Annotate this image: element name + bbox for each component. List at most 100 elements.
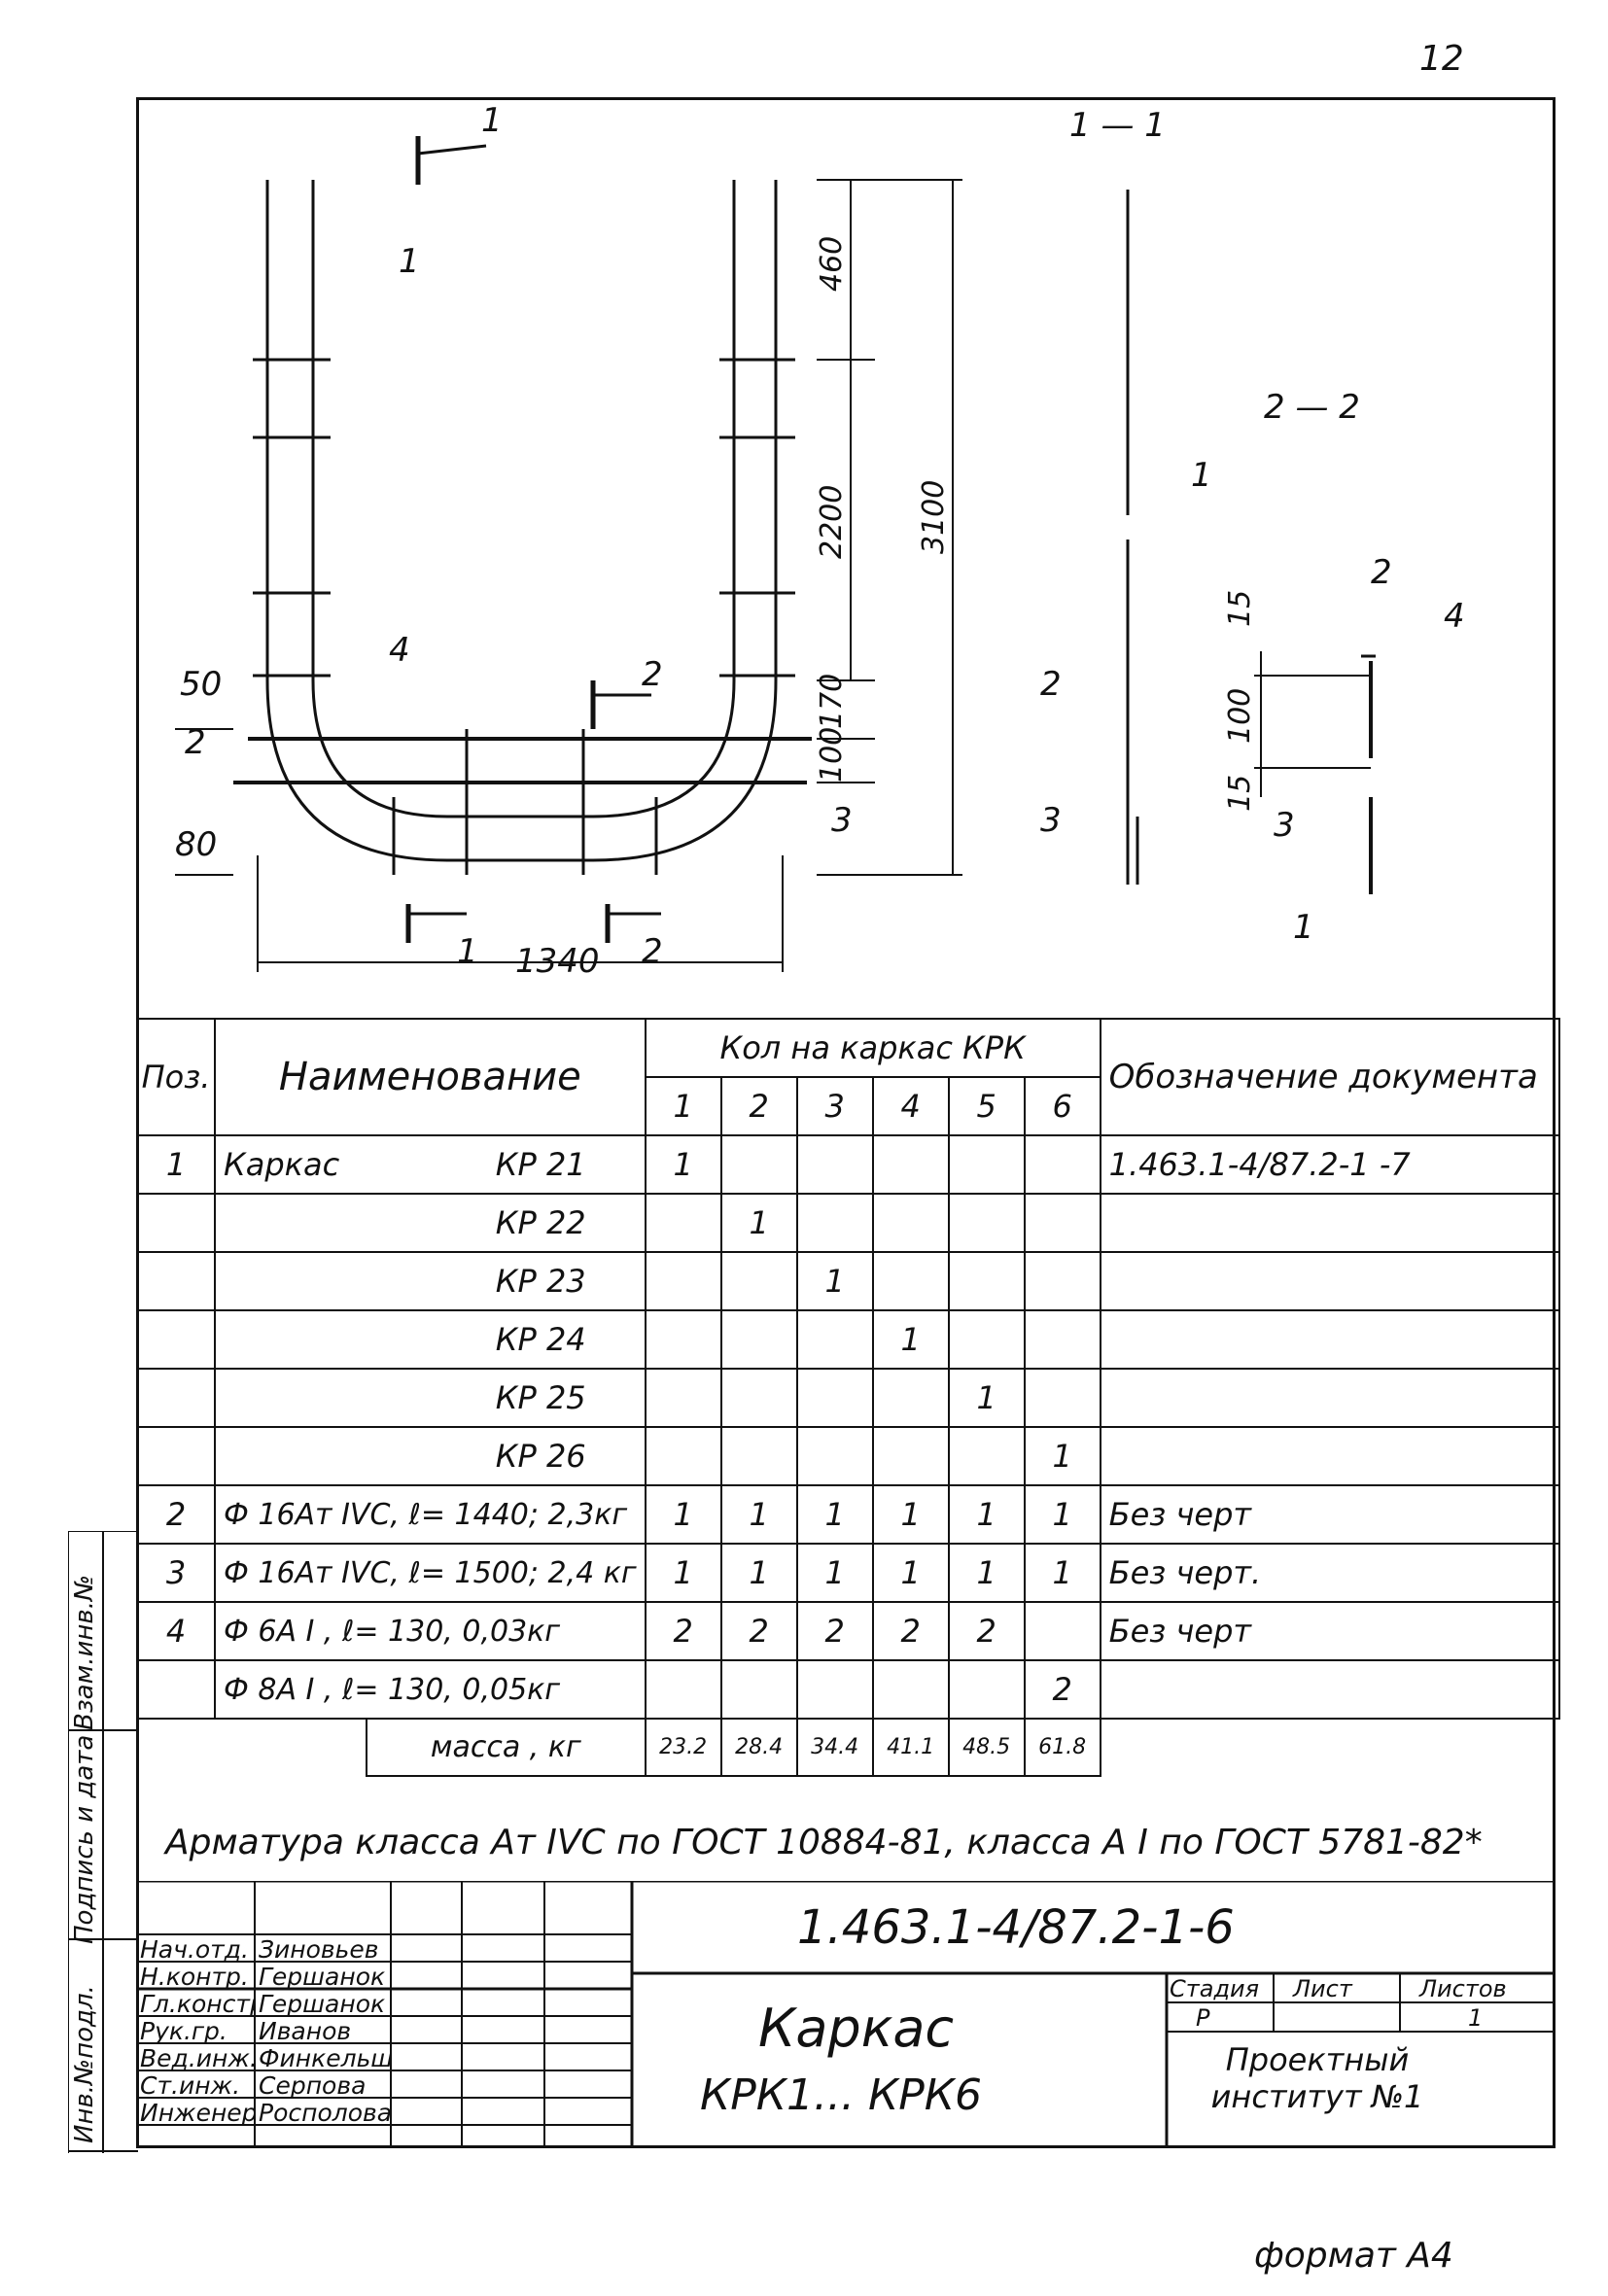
signature-name: Серпова bbox=[259, 2071, 367, 2100]
cell-qty: 1 bbox=[719, 1543, 798, 1603]
cell-qty bbox=[947, 1659, 1026, 1720]
dim-15a: 15 bbox=[1223, 590, 1257, 627]
cell-name: Ф 16Ат IVС, ℓ= 1440; 2,3кг bbox=[214, 1484, 647, 1545]
cell-pos: 1 bbox=[136, 1134, 216, 1195]
cell-qty: 1 bbox=[644, 1543, 722, 1603]
dim-460: 460 bbox=[815, 236, 849, 292]
cell-qty bbox=[644, 1659, 722, 1720]
cell-name-right: КР 26 bbox=[366, 1426, 647, 1486]
cell-name: Ф 6А I , ℓ= 130, 0,03кг bbox=[214, 1601, 647, 1661]
mass-label: масса , кг bbox=[365, 1718, 647, 1777]
table-row: КР 22 1 bbox=[136, 1193, 1560, 1253]
dim-3100: 3100 bbox=[917, 480, 951, 554]
cell-pos: 4 bbox=[136, 1601, 216, 1661]
section2-marker-3: 3 bbox=[1274, 806, 1295, 845]
cell-qty bbox=[1023, 1251, 1101, 1311]
cell-qty bbox=[719, 1426, 798, 1486]
cell-qty bbox=[1023, 1309, 1101, 1370]
cell-qty: 1 bbox=[644, 1484, 722, 1545]
cell-doc bbox=[1099, 1426, 1560, 1486]
section2-marker-4: 4 bbox=[1444, 597, 1465, 636]
sheets-label: Листов bbox=[1419, 1975, 1507, 2002]
reinforcement-note: Арматура класса Ат IVС по ГОСТ 10884-81,… bbox=[165, 1823, 1483, 1862]
drawing-title: Каркас bbox=[758, 1998, 955, 2059]
cell-qty bbox=[644, 1426, 722, 1486]
dim-80: 80 bbox=[175, 825, 217, 864]
cell-qty: 1 bbox=[719, 1484, 798, 1545]
cell-qty: 2 bbox=[1023, 1659, 1101, 1720]
cell-qty bbox=[719, 1368, 798, 1428]
dim-2200: 2200 bbox=[815, 485, 849, 559]
cell-qty bbox=[719, 1251, 798, 1311]
cell-qty: 2 bbox=[644, 1601, 722, 1661]
cell-qty bbox=[871, 1368, 950, 1428]
cell-qty: 1 bbox=[1023, 1543, 1101, 1603]
signature-role: Нач.отд. bbox=[140, 1935, 249, 1964]
cell-qty bbox=[947, 1251, 1026, 1311]
cell-doc bbox=[1099, 1193, 1560, 1253]
cell-doc: Без черт bbox=[1099, 1484, 1560, 1545]
signature-row: Гл.констр.Гершанок bbox=[136, 1990, 632, 2018]
cell-qty bbox=[795, 1134, 874, 1195]
signature-name: Росполова bbox=[259, 2099, 390, 2127]
cell-qty: 1 bbox=[719, 1193, 798, 1253]
cell-qty: 1 bbox=[947, 1484, 1026, 1545]
cut-label-2: 2 bbox=[642, 655, 663, 694]
signature-row: Нач.отд. Зиновьев bbox=[136, 1935, 632, 1964]
cell-qty bbox=[947, 1426, 1026, 1486]
header-name: Наименование bbox=[214, 1018, 647, 1136]
cell-doc bbox=[1099, 1659, 1560, 1720]
signature-name: Финкельштейн bbox=[259, 2044, 390, 2072]
cell-qty bbox=[947, 1193, 1026, 1253]
cut-label-1-bottom: 1 bbox=[457, 932, 478, 971]
cell-qty bbox=[644, 1368, 722, 1428]
signature-name: Зиновьев bbox=[259, 1935, 379, 1964]
cut-label-1-top: 1 bbox=[481, 101, 503, 140]
cell-name-right: КР 25 bbox=[366, 1368, 647, 1428]
cell-qty: 1 bbox=[644, 1134, 722, 1195]
cell-doc: Без черт. bbox=[1099, 1543, 1560, 1603]
section2-marker-2: 2 bbox=[1371, 553, 1392, 592]
section1-marker-3: 3 bbox=[1040, 801, 1062, 840]
signature-row: Ст.инж.Серпова bbox=[136, 2071, 632, 2100]
header-qty-col: 3 bbox=[795, 1076, 874, 1136]
table-header-row-1: Поз. Наименование Кол на каркас КРК Обоз… bbox=[136, 1018, 1560, 1136]
cell-qty bbox=[871, 1193, 950, 1253]
cell-qty: 1 bbox=[795, 1543, 874, 1603]
header-qty-col: 2 bbox=[719, 1076, 798, 1136]
cell-qty: 2 bbox=[795, 1601, 874, 1661]
cell-qty: 2 bbox=[719, 1601, 798, 1661]
sheet-label: Лист bbox=[1293, 1975, 1352, 2002]
document-number: 1.463.1-4/87.2-1-6 bbox=[797, 1900, 1235, 1955]
mass-value: 48.5 bbox=[947, 1718, 1026, 1777]
cell-doc: 1.463.1-4/87.2-1 -7 bbox=[1099, 1134, 1560, 1195]
marker-2: 2 bbox=[185, 723, 206, 762]
rebar-u-inner bbox=[311, 679, 736, 818]
cell-pos: 2 bbox=[136, 1484, 216, 1545]
rebar-u-outer bbox=[265, 679, 778, 862]
cell-name-left bbox=[214, 1309, 367, 1370]
dim-15b: 15 bbox=[1223, 775, 1257, 812]
header-pos: Поз. bbox=[136, 1018, 216, 1136]
side-strip bbox=[68, 1531, 138, 2153]
cell-pos bbox=[136, 1251, 216, 1311]
cell-qty bbox=[795, 1368, 874, 1428]
mass-value: 23.2 bbox=[644, 1718, 722, 1777]
cell-name-left bbox=[214, 1193, 367, 1253]
cell-qty bbox=[719, 1309, 798, 1370]
drawing-subtitle: КРК1... КРК6 bbox=[700, 2070, 982, 2120]
title-block: 1.463.1-4/87.2-1-6 Каркас КРК1... КРК6 С… bbox=[136, 1881, 1556, 2148]
drawing-area: 1 — 1 2 — 2 1 2 1 2 1340 50 80 1 2 3 4 1… bbox=[175, 101, 1465, 981]
cell-name-right: КР 22 bbox=[366, 1193, 647, 1253]
signature-role: Гл.констр. bbox=[140, 1990, 255, 2018]
sheets-value: 1 bbox=[1468, 2004, 1484, 2032]
cell-qty bbox=[644, 1193, 722, 1253]
cell-name-left bbox=[214, 1251, 367, 1311]
mass-value: 41.1 bbox=[871, 1718, 950, 1777]
signature-role: Н.контр. bbox=[140, 1963, 249, 1991]
header-qty-col: 5 bbox=[947, 1076, 1026, 1136]
cell-doc: Без черт bbox=[1099, 1601, 1560, 1661]
